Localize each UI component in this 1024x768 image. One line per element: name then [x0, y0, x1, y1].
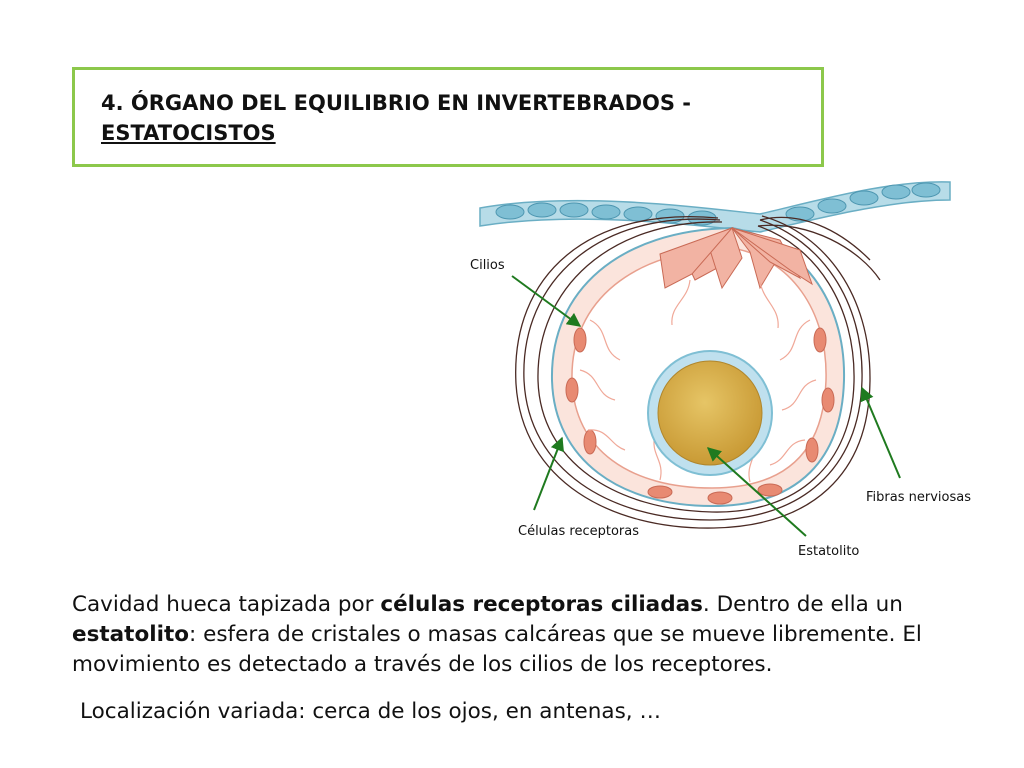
location-paragraph: Localización variada: cerca de los ojos,… — [80, 699, 661, 724]
desc-part-3: : esfera de cristales o masas calcáreas … — [72, 622, 922, 677]
statocyst-diagram — [479, 181, 951, 537]
cilia — [579, 279, 817, 483]
label-arrows — [511, 275, 901, 537]
epithelium-band — [479, 181, 951, 233]
arrow-fibras — [860, 386, 901, 479]
desc-part-2: . Dentro de ella un — [702, 592, 903, 617]
desc-bold-receptor-cells: células receptoras ciliadas — [380, 592, 703, 617]
page-title: 4. ÓRGANO DEL EQUILIBRIO EN INVERTEBRADO… — [101, 88, 801, 148]
label-estatolito: Estatolito — [798, 544, 860, 559]
label-fibras-nerviosas: Fibras nerviosas — [866, 490, 971, 505]
statolith — [647, 350, 773, 476]
desc-part-1: Cavidad hueca tapizada por — [72, 592, 381, 617]
title-line-2: ESTATOCISTOS — [101, 121, 276, 145]
receptor-cells — [565, 226, 835, 505]
arrow-celulas — [533, 436, 564, 511]
label-cilios: Cilios — [470, 258, 505, 273]
arrow-estatolito — [706, 447, 807, 537]
label-celulas-receptoras: Células receptoras — [518, 524, 639, 539]
arrow-cilios — [511, 275, 582, 327]
description-paragraph: Cavidad hueca tapizada por células recep… — [72, 590, 992, 680]
title-line-1: 4. ÓRGANO DEL EQUILIBRIO EN INVERTEBRADO… — [101, 91, 692, 115]
nerve-fibers — [515, 215, 881, 529]
desc-bold-statolith: estatolito — [72, 622, 190, 647]
title-box: 4. ÓRGANO DEL EQUILIBRIO EN INVERTEBRADO… — [72, 67, 824, 167]
